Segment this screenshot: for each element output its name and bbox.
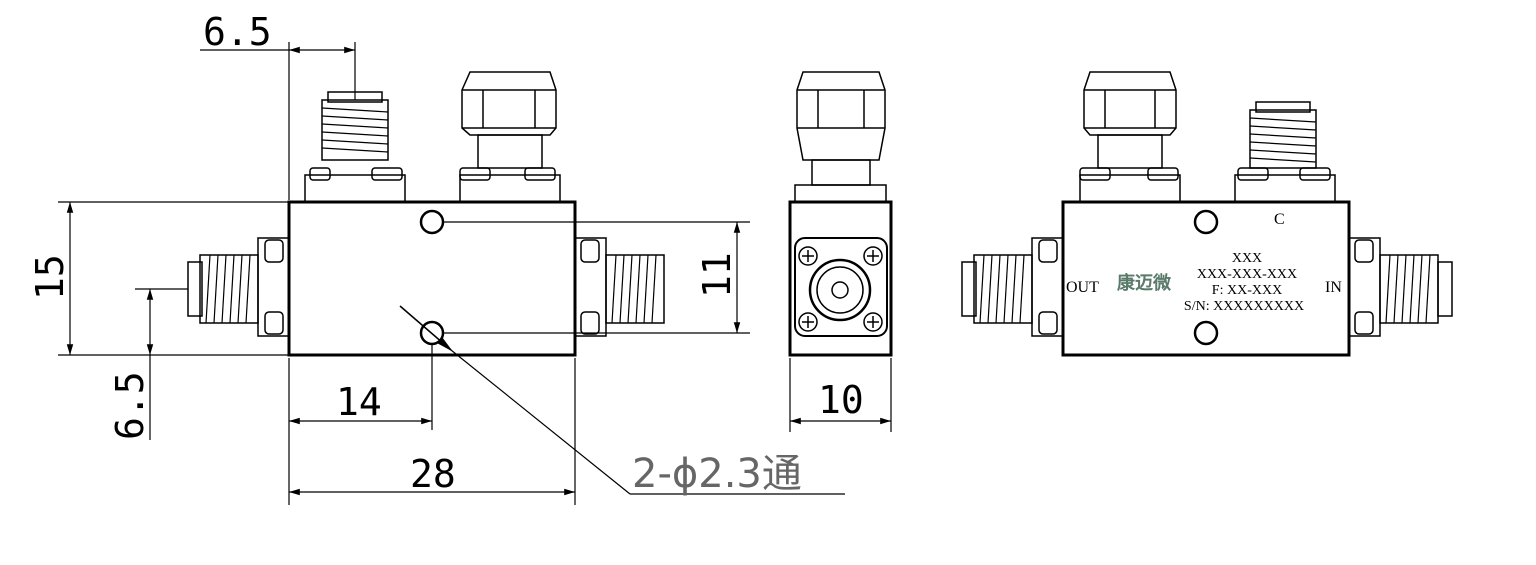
- model-line-2: XXX-XXX-XXX: [1197, 267, 1297, 282]
- flange-screws: [798, 246, 883, 332]
- front-dimensions: [58, 42, 845, 505]
- front-top-left-connector: [304, 91, 406, 203]
- front-left-connector: [187, 237, 290, 337]
- side-view: [788, 71, 893, 432]
- mount-hole-top: [419, 209, 445, 235]
- dim-width: 10: [818, 378, 864, 422]
- model-line-4: S/N: XXXXXXXXX: [1184, 299, 1304, 314]
- dim-top-offset: 6.5: [203, 10, 272, 54]
- thread-lines: [321, 107, 389, 153]
- model-line-1: XXX: [1232, 251, 1262, 266]
- rear-view: [961, 71, 1453, 357]
- port-out-label: OUT: [1066, 279, 1099, 296]
- flange: [794, 237, 888, 337]
- port-in-label: IN: [1325, 279, 1342, 296]
- dim-hole-spacing: 11: [695, 252, 739, 298]
- rear-right-connector: [1348, 237, 1453, 337]
- front-body: [287, 200, 577, 357]
- rear-hole-top: [1193, 209, 1219, 235]
- dim-length: 28: [410, 452, 456, 496]
- rear-hole-bottom: [1193, 320, 1219, 346]
- model-line-3: F: XX-XXX: [1212, 283, 1282, 298]
- side-body: [788, 200, 893, 357]
- dim-height: 15: [28, 254, 72, 300]
- port-c-label: C: [1274, 211, 1285, 228]
- front-right-connector: [574, 237, 665, 337]
- rear-left-connector: [961, 237, 1064, 337]
- front-view: [187, 71, 665, 357]
- brand-label: 康迈微: [1117, 272, 1171, 294]
- dim-side-offset: 6.5: [108, 371, 152, 440]
- rear-top-left-connector: [1079, 71, 1181, 203]
- front-top-right-connector: [459, 71, 561, 203]
- rear-top-right-connector: [1234, 101, 1336, 203]
- dim-hole-x: 14: [336, 380, 382, 424]
- hole-callout: 2-ϕ2.3通: [632, 451, 802, 497]
